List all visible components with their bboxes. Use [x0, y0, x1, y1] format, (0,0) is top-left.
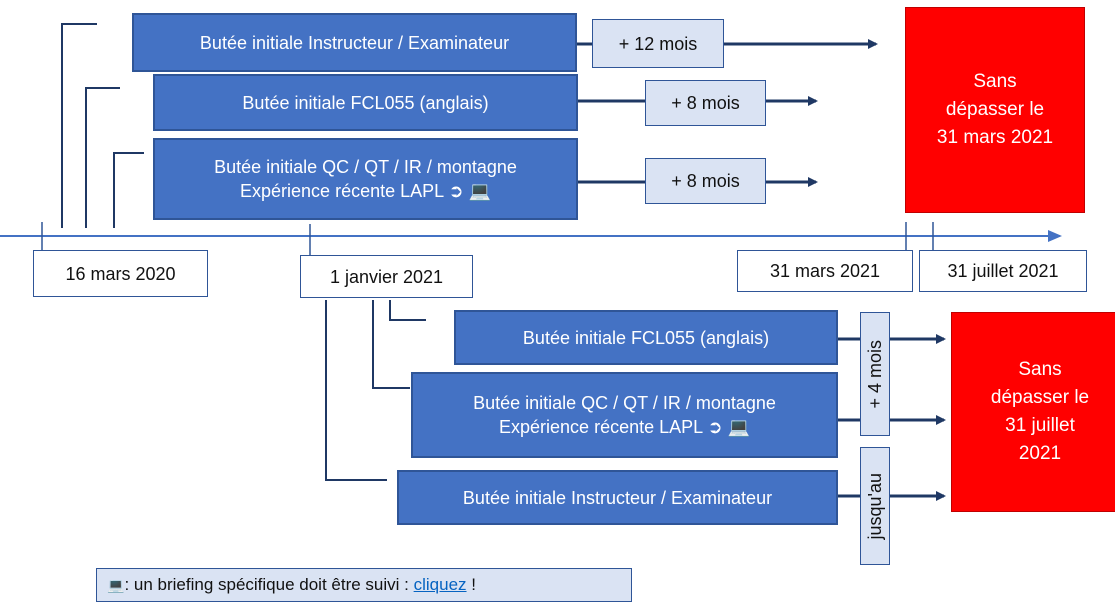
bottom-qc-box: Butée initiale QC / QT / IR / montagne E…	[411, 372, 838, 458]
date-31-juillet-2021-label: 31 juillet 2021	[947, 261, 1059, 281]
bottom-qc-line1: Butée initiale QC / QT / IR / montagne	[473, 393, 776, 413]
plus-12-months-label: + 12 mois	[618, 33, 698, 54]
top-qc-line2: Expérience récente LAPL ➲ 💻	[240, 181, 491, 201]
briefing-note-text: : un briefing spécifique doit être suivi…	[124, 575, 414, 594]
jusquau-box: jusqu'au	[860, 447, 890, 565]
laptop-icon: 💻	[107, 576, 125, 593]
bottom-instructor-box: Butée initiale Instructeur / Examinateur	[397, 470, 838, 525]
date-1-janvier-2021: 1 janvier 2021	[300, 255, 473, 298]
top-instructor-label: Butée initiale Instructeur / Examinateur	[199, 32, 510, 53]
plus-8-months-box-2: + 8 mois	[645, 158, 766, 204]
plus-8-months-box-1: + 8 mois	[645, 80, 766, 126]
bottom-fcl055-label: Butée initiale FCL055 (anglais)	[522, 327, 770, 348]
deadline-july-line4: 2021	[1018, 443, 1062, 464]
deadline-july-line1: Sans	[1018, 359, 1062, 380]
bottom-qc-line2: Expérience récente LAPL ➲ 💻	[499, 417, 750, 437]
cliquez-link[interactable]: cliquez	[413, 575, 467, 594]
briefing-note-suffix: !	[466, 575, 476, 594]
deadline-march-line1: Sans	[973, 71, 1017, 92]
briefing-note: 💻 : un briefing spécifique doit être sui…	[96, 568, 632, 602]
plus-4-months-label: + 4 mois	[865, 339, 885, 409]
date-31-mars-2021-label: 31 mars 2021	[769, 261, 881, 281]
plus-12-months-box: + 12 mois	[592, 19, 724, 68]
bottom-instructor-label: Butée initiale Instructeur / Examinateur	[462, 487, 773, 508]
plus-8-months-label-1: + 8 mois	[671, 93, 740, 113]
date-31-juillet-2021: 31 juillet 2021	[919, 250, 1087, 292]
deadline-july-box: Sans dépasser le 31 juillet 2021	[951, 312, 1115, 512]
deadline-march-box: Sans dépasser le 31 mars 2021	[905, 7, 1085, 213]
date-31-mars-2021: 31 mars 2021	[737, 250, 913, 292]
date-16-mars-2020: 16 mars 2020	[33, 250, 208, 297]
deadline-july-line3: 31 juillet	[1005, 415, 1075, 436]
top-fcl055-box: Butée initiale FCL055 (anglais)	[153, 74, 578, 131]
plus-4-months-box: + 4 mois	[860, 312, 890, 436]
jusquau-label: jusqu'au	[865, 472, 885, 540]
plus-8-months-label-2: + 8 mois	[671, 171, 740, 191]
top-fcl055-label: Butée initiale FCL055 (anglais)	[242, 92, 489, 113]
top-qc-line1: Butée initiale QC / QT / IR / montagne	[214, 157, 517, 177]
top-qc-box: Butée initiale QC / QT / IR / montagne E…	[153, 138, 578, 220]
deadline-july-line2: dépasser le	[990, 387, 1090, 408]
bottom-fcl055-box: Butée initiale FCL055 (anglais)	[454, 310, 838, 365]
deadline-march-line2: dépasser le	[945, 99, 1045, 120]
date-1-janvier-2021-label: 1 janvier 2021	[329, 266, 444, 287]
top-instructor-box: Butée initiale Instructeur / Examinateur	[132, 13, 577, 72]
deadline-march-line3: 31 mars 2021	[936, 127, 1054, 148]
date-16-mars-2020-label: 16 mars 2020	[65, 263, 176, 284]
